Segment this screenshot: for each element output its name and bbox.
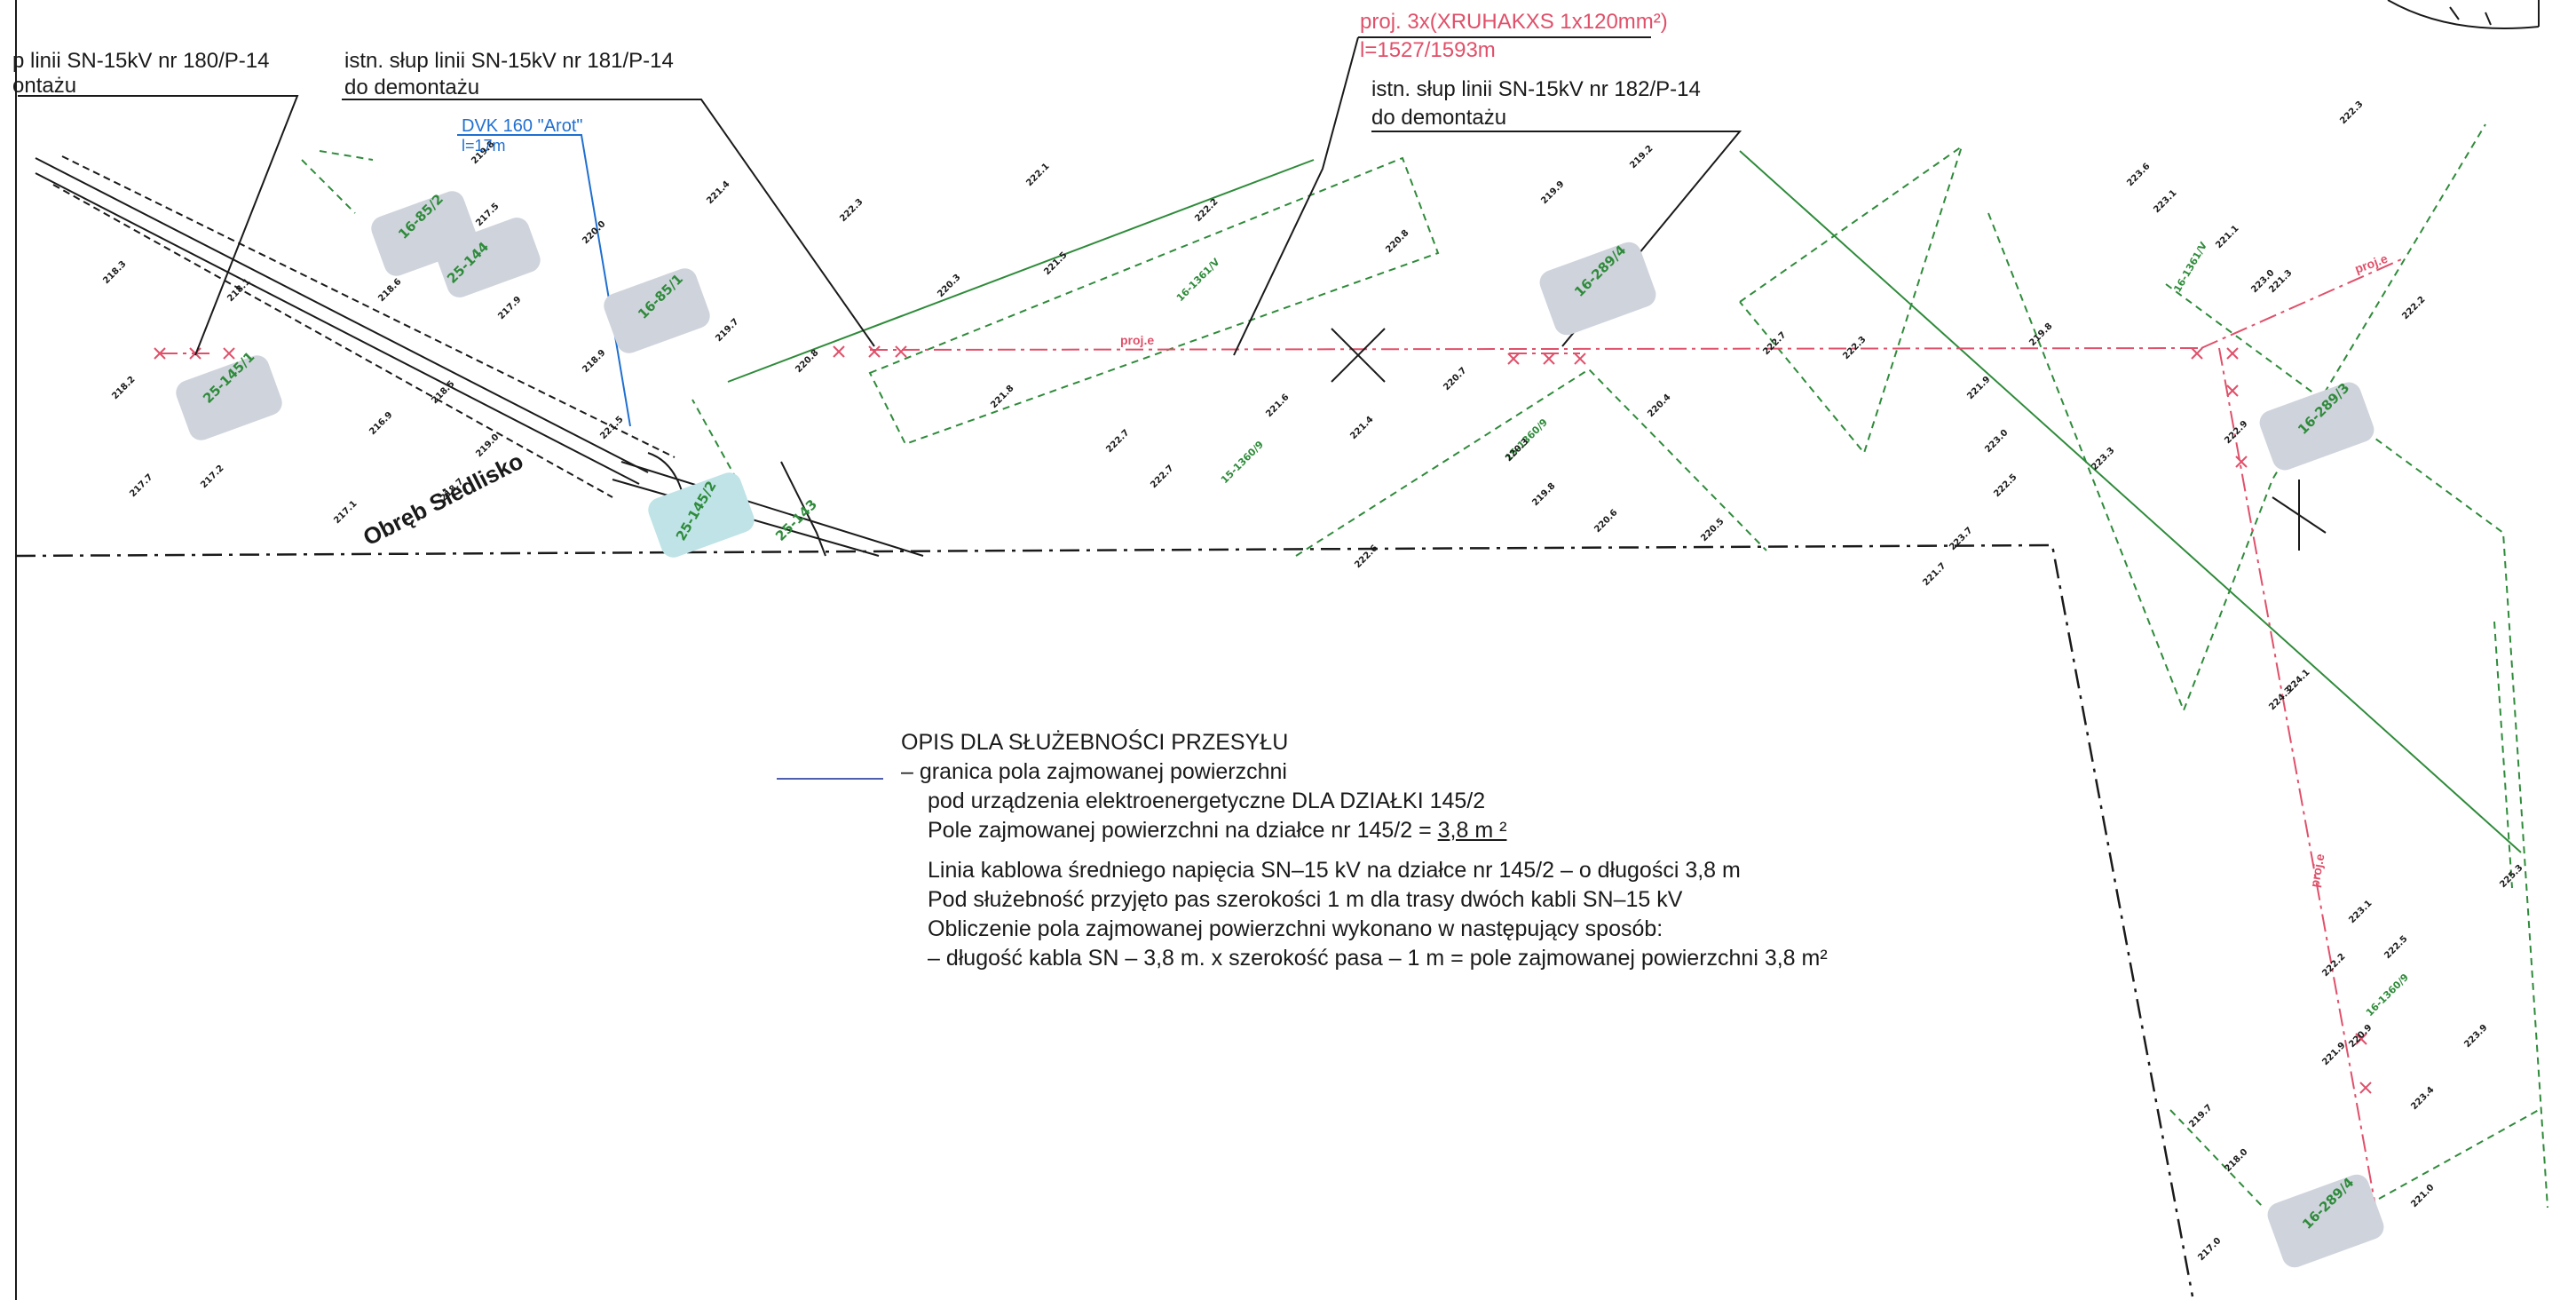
elevation-point: 221.1 — [2214, 224, 2240, 250]
label-dvk-length: l=17m — [462, 137, 506, 155]
elevation-point: 222.2 — [2320, 952, 2347, 979]
label-precinct: Obręb Siedlisko — [359, 448, 527, 551]
label-proj-short: proj.e — [1120, 333, 1154, 347]
label-dvk: DVK 160 "Arot" — [462, 116, 582, 136]
elevation-point: 217.7 — [128, 472, 154, 499]
elevation-point: 222.5 — [1992, 472, 2019, 499]
elevation-point: 221.5 — [1042, 250, 1069, 277]
line-code-mn: 16-1361/V — [2171, 240, 2209, 294]
label-pole-182: istn. słup linii SN-15kV nr 182/P-14 — [1371, 77, 1701, 101]
elevation-point: 217.9 — [496, 295, 523, 321]
legend-line-5: Pod służebność przyjęto pas szerokości 1… — [928, 887, 1683, 912]
elevation-point: 220.9 — [2347, 1023, 2374, 1050]
legend-title: OPIS DLA SŁUŻEBNOŚCI PRZESYŁU — [901, 730, 1289, 755]
legend-line-7: – długość kabla SN – 3,8 m. x szerokość … — [928, 946, 1828, 971]
parcel-badges — [176, 191, 2384, 1268]
green-solid-lines — [727, 150, 2522, 853]
elevation-point: 218.9 — [581, 348, 607, 375]
elevation-point: 219.8 — [2027, 321, 2054, 348]
elevation-point: 221.6 — [1264, 392, 1291, 419]
elevation-point: 224.1 — [2285, 668, 2311, 694]
legend: OPIS DLA SŁUŻEBNOŚCI PRZESYŁU – granica … — [772, 728, 1837, 973]
elevation-point: 221.9 — [2320, 1041, 2347, 1067]
elevation-point: 220.8 — [1384, 228, 1410, 255]
legend-line-2: pod urządzenia elektroenergetyczne DLA D… — [928, 789, 1486, 813]
elevation-point: 220.6 — [1592, 508, 1619, 535]
elevation-point: 222.3 — [838, 197, 865, 224]
elevation-point: 216.9 — [367, 410, 394, 437]
elevation-point: 222.7 — [1149, 464, 1175, 490]
elevation-point: 222.1 — [1024, 162, 1051, 188]
label-proj-cable: proj. 3x(XRUHAKXS 1x120mm²) — [1360, 10, 1668, 34]
compass-fragment — [2387, 0, 2540, 29]
cable-markers — [154, 345, 2372, 1094]
elevation-point: 218.3 — [101, 259, 128, 286]
label-pole-181-note: do demontażu — [344, 75, 479, 99]
elevation-point: 219.0 — [474, 432, 501, 459]
legend-line-3-value: 3,8 m ² — [1437, 818, 1507, 843]
elevation-point: 219.7 — [714, 317, 740, 344]
elevation-point: 220.4 — [1646, 392, 1672, 419]
elevation-point: 220.0 — [581, 219, 607, 246]
elevation-point: 217.2 — [199, 464, 225, 490]
legend-line-1: – granica pola zajmowanej powierzchni — [901, 759, 1287, 784]
elevation-point: 217.0 — [2196, 1236, 2223, 1263]
elevation-point: 219.9 — [1539, 179, 1566, 206]
elevation-point: 222.3 — [2338, 99, 2365, 126]
elevation-point: 223.3 — [2090, 446, 2116, 472]
elevation-point: 222.2 — [2400, 295, 2427, 321]
elevation-point: 223.7 — [1948, 526, 1974, 552]
elevation-point: 220.7 — [1442, 366, 1468, 392]
label-proj-length: l=1527/1593m — [1360, 38, 1496, 62]
survey-crosses — [1331, 328, 2327, 551]
line-code-mn: 16-1361/V — [1174, 256, 1222, 304]
elevation-point: 223.1 — [2152, 188, 2178, 215]
elevation-point: 222.5 — [2382, 934, 2409, 961]
elevation-point: 221.4 — [705, 179, 731, 206]
elevation-point: 221.8 — [989, 384, 1015, 410]
road — [35, 155, 924, 557]
label-pole-180-note: ontażu — [12, 74, 76, 98]
elevation-point: 218.1 — [225, 277, 252, 304]
elevation-point: 219.2 — [1628, 144, 1655, 170]
elevation-point: 222.9 — [2223, 419, 2249, 446]
elevation-point: 219.7 — [2187, 1103, 2214, 1130]
elevation-point: 221.5 — [598, 415, 625, 441]
elevation-point: 223.6 — [2125, 162, 2152, 188]
elevation-point: 221.9 — [1965, 375, 1992, 401]
legend-line-3-prefix: Pole zajmowanej powierzchni na działce n… — [928, 818, 1432, 843]
label-pole-181: istn. słup linii SN-15kV nr 181/P-14 — [344, 49, 674, 73]
legend-line-4: Linia kablowa średniego napięcia SN–15 k… — [928, 858, 1741, 883]
label-pole-180: p linii SN-15kV nr 180/P-14 — [12, 49, 269, 73]
elevation-point: 220.3 — [936, 273, 962, 299]
elevation-point: 222.6 — [1353, 543, 1379, 570]
label-pole-182-note: do demontażu — [1371, 106, 1506, 130]
elevation-point: 218.2 — [110, 375, 137, 401]
elevation-point: 220.5 — [1699, 517, 1726, 543]
line-code-sn: 15-1360/9 — [1219, 439, 1266, 486]
elevation-point: 219.8 — [1530, 481, 1557, 508]
elevation-point: 218.6 — [376, 277, 403, 304]
elevation-point: 221.4 — [1348, 415, 1375, 441]
elevation-point: 221.7 — [1921, 561, 1948, 588]
parcel-label: 16-1360/9 — [2364, 971, 2411, 1019]
elevation-point: 223.0 — [1983, 428, 2010, 455]
elevation-point: 222.7 — [1104, 428, 1131, 455]
elevation-point: 221.0 — [2409, 1183, 2436, 1209]
elevation-point: 223.4 — [2409, 1085, 2436, 1112]
elevation-point: 218.0 — [2223, 1147, 2249, 1174]
plot-boundary — [15, 543, 2194, 1297]
elevation-point: 223.9 — [2462, 1023, 2489, 1050]
elevation-point: 217.1 — [332, 499, 359, 526]
parcel-labels: 25-145/1 16-85/2 25-144 16-85/1 16-289/4… — [200, 191, 2411, 1233]
elevation-point: 223.1 — [2347, 899, 2374, 925]
legend-line-3: Pole zajmowanej powierzchni na działce n… — [772, 816, 1837, 845]
label-proj-short: proj.e — [2307, 852, 2327, 889]
legend-line-6: Obliczenie pola zajmowanej powierzchni w… — [928, 916, 1663, 941]
